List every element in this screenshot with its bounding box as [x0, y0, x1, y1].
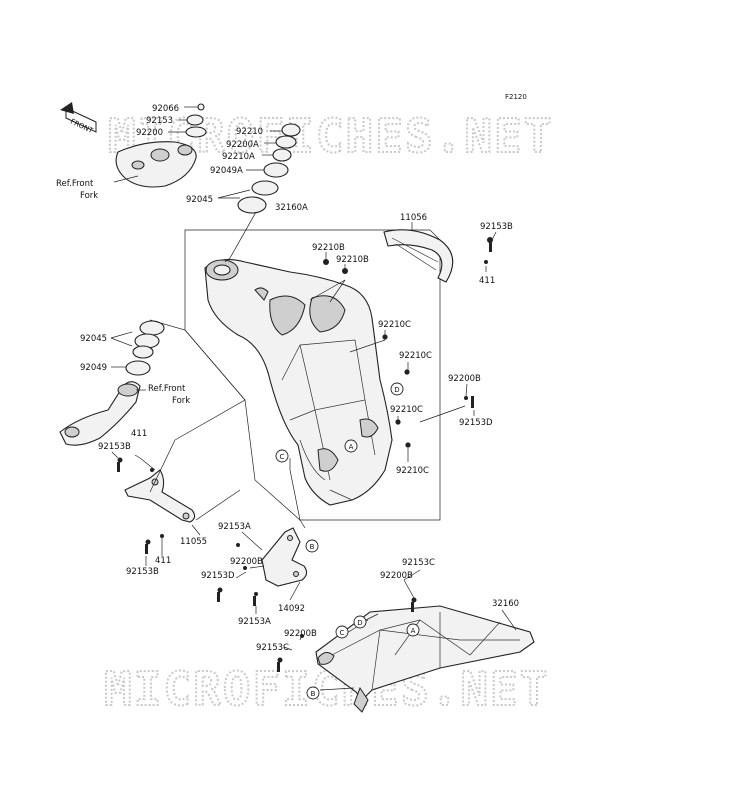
- label-92210C-1: 92210C: [378, 320, 411, 330]
- label-92200B-3: 92200B: [284, 629, 317, 639]
- svg-text:B: B: [311, 690, 316, 698]
- label-92200A: 92200A: [226, 140, 259, 150]
- svg-text:D: D: [357, 619, 362, 627]
- label-92200B-mid: 92200B: [230, 557, 263, 567]
- bracket-11055: [111, 439, 241, 566]
- marker-c-lower: C: [335, 625, 349, 639]
- marker-b-lower: B: [306, 686, 320, 700]
- label-92153D-right: 92153D: [459, 418, 493, 428]
- ref-front-fork-mid-line1: Ref.Front: [148, 384, 186, 394]
- svg-text:D: D: [394, 386, 399, 394]
- label-92153C-1: 92153C: [402, 558, 435, 568]
- label-92153D-mid: 92153D: [201, 571, 235, 581]
- label-92153A-1: 92153A: [218, 522, 251, 532]
- marker-d-upper: D: [390, 382, 404, 396]
- svg-text:B: B: [310, 543, 315, 551]
- label-11055: 11055: [180, 537, 207, 547]
- label-92210B-1: 92210B: [312, 243, 345, 253]
- label-92153A-2: 92153A: [238, 617, 271, 627]
- label-92200-top: 92200: [136, 128, 163, 138]
- label-32160: 32160: [492, 599, 519, 609]
- ref-front-fork-top-line1: Ref.Front: [56, 179, 94, 189]
- label-92200B-2: 92200B: [380, 571, 413, 581]
- marker-b-upper: B: [305, 539, 319, 553]
- bracket-14092: [217, 519, 308, 614]
- label-92200B-right: 92200B: [448, 374, 481, 384]
- marker-a-upper: A: [344, 439, 358, 453]
- label-11056: 11056: [400, 213, 427, 223]
- label-92210C-3: 92210C: [390, 405, 423, 415]
- label-92049A: 92049A: [210, 166, 243, 176]
- subframe-32160: [277, 569, 535, 713]
- bracket-11056: [383, 222, 497, 283]
- label-92066: 92066: [152, 104, 179, 114]
- lower-triple-clamp: [59, 319, 246, 446]
- leaders-top: [113, 106, 282, 259]
- label-92049: 92049: [80, 363, 107, 373]
- ref-front-fork-mid-line2: Fork: [172, 396, 190, 406]
- label-92210: 92210: [236, 127, 263, 137]
- label-92153B-left-1: 92153B: [98, 442, 131, 452]
- label-411-left-1: 411: [131, 429, 147, 439]
- svg-text:A: A: [349, 443, 354, 451]
- label-92153C-2: 92153C: [256, 643, 289, 653]
- svg-text:C: C: [340, 629, 345, 637]
- label-92210B-2: 92210B: [336, 255, 369, 265]
- connector-c: [289, 458, 301, 521]
- label-92153B-right: 92153B: [480, 222, 513, 232]
- bolt-92153D-right: [464, 383, 475, 416]
- leaders-frame: [224, 252, 466, 462]
- svg-text:C: C: [280, 453, 285, 461]
- label-411-left-2: 411: [155, 556, 171, 566]
- label-92210C-2: 92210C: [399, 351, 432, 361]
- label-92210A: 92210A: [222, 152, 255, 162]
- label-92153B-left-2: 92153B: [126, 567, 159, 577]
- label-92153-top: 92153: [146, 116, 173, 126]
- marker-c-upper: C: [275, 449, 289, 463]
- figure-code: F2120: [505, 93, 527, 101]
- label-32160A: 32160A: [275, 203, 308, 213]
- marker-d-lower: D: [353, 615, 367, 629]
- label-92045-left: 92045: [80, 334, 107, 344]
- svg-text:A: A: [411, 627, 416, 635]
- label-92210C-4: 92210C: [396, 466, 429, 476]
- label-92045-top: 92045: [186, 195, 213, 205]
- top-stem-parts: [115, 103, 301, 214]
- ref-front-fork-top-line2: Fork: [80, 191, 98, 201]
- front-arrow-icon: FRONT: [60, 102, 97, 135]
- label-14092: 14092: [278, 604, 305, 614]
- marker-a-lower: A: [406, 623, 420, 637]
- label-411-right: 411: [479, 276, 495, 286]
